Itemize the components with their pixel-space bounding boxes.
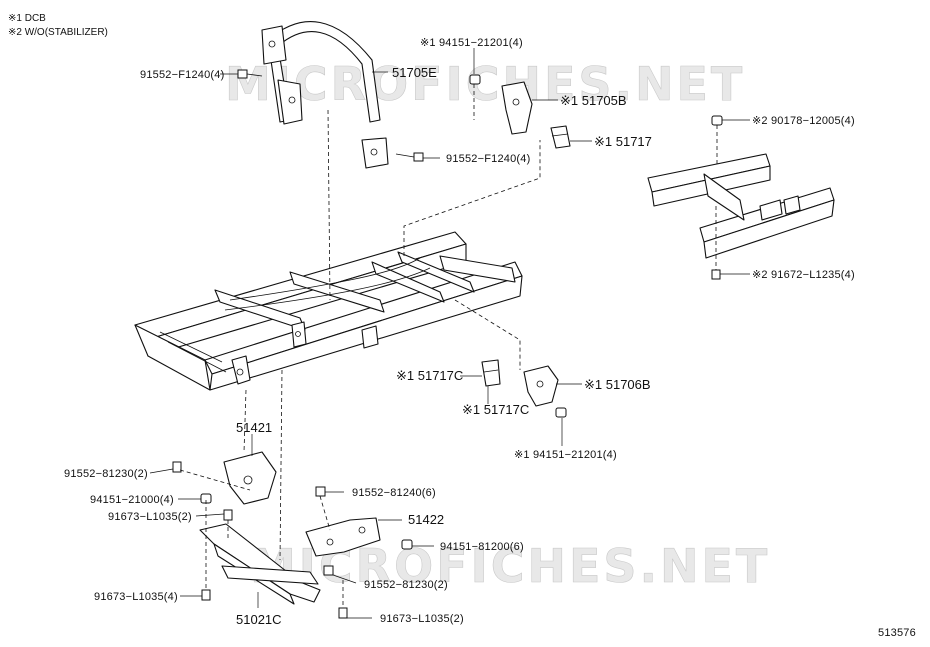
legend-note-2: ※2 W/O(STABILIZER) bbox=[8, 27, 108, 38]
bracket-51705e bbox=[261, 21, 389, 169]
label-94151-21000: 94151−21000(4) bbox=[90, 494, 174, 506]
label-51421: 51421 bbox=[236, 420, 272, 435]
bracket-51422 bbox=[305, 486, 413, 619]
clip-51717 bbox=[550, 125, 571, 149]
main-frame bbox=[134, 231, 523, 391]
leader-lines bbox=[149, 48, 750, 619]
label-51422: 51422 bbox=[408, 512, 444, 527]
label-91672-l1235: ※2 91672−L1235(4) bbox=[752, 269, 855, 281]
label-91552-81230-left: 91552−81230(2) bbox=[64, 468, 148, 480]
label-91673-l1035-left2: 91673−L1035(2) bbox=[108, 511, 192, 523]
label-94151-81200: 94151−81200(6) bbox=[440, 541, 524, 553]
label-91552-81230-right: 91552−81230(2) bbox=[364, 579, 448, 591]
bracket-51421 bbox=[172, 451, 277, 521]
label-91552-81240: 91552−81240(6) bbox=[352, 487, 436, 499]
bracket-51705b bbox=[469, 74, 533, 135]
label-51021c: 51021C bbox=[236, 612, 282, 627]
clip-51717c bbox=[481, 359, 501, 387]
bolt-91552-f1240-mid bbox=[395, 152, 424, 162]
label-91552-f1240-mid: 91552−F1240(4) bbox=[446, 153, 530, 165]
legend-note-1: ※1 DCB bbox=[8, 13, 46, 24]
watermark-top: MICROFICHES.NET bbox=[225, 57, 745, 111]
label-94151-21201-bottom: ※1 94151−21201(4) bbox=[514, 449, 617, 461]
label-51717c-a: ※1 51717C bbox=[396, 368, 463, 383]
label-51705b: ※1 51705B bbox=[560, 93, 627, 108]
label-51706b: ※1 51706B bbox=[584, 377, 651, 392]
bracket-51706b bbox=[523, 365, 567, 418]
frame-bracket-front bbox=[231, 355, 251, 385]
label-51717: ※1 51717 bbox=[594, 134, 652, 149]
inset-frame bbox=[647, 115, 835, 280]
diagram-id: 513576 bbox=[878, 627, 916, 639]
frame-bracket-mid bbox=[291, 321, 307, 348]
crossmember-51021c bbox=[199, 523, 321, 605]
label-91673-l1035-right2: 91673−L1035(2) bbox=[380, 613, 464, 625]
label-91552-f1240-left: 91552−F1240(4) bbox=[140, 69, 224, 81]
label-94151-21201-top: ※1 94151−21201(4) bbox=[420, 37, 523, 49]
label-51705e: 51705E bbox=[392, 65, 437, 80]
label-90178-12005: ※2 90178−12005(4) bbox=[752, 115, 855, 127]
label-91673-l1035-left4: 91673−L1035(4) bbox=[94, 591, 178, 603]
label-51717c-b: ※1 51717C bbox=[462, 402, 529, 417]
frame-bracket-rear bbox=[361, 325, 379, 349]
